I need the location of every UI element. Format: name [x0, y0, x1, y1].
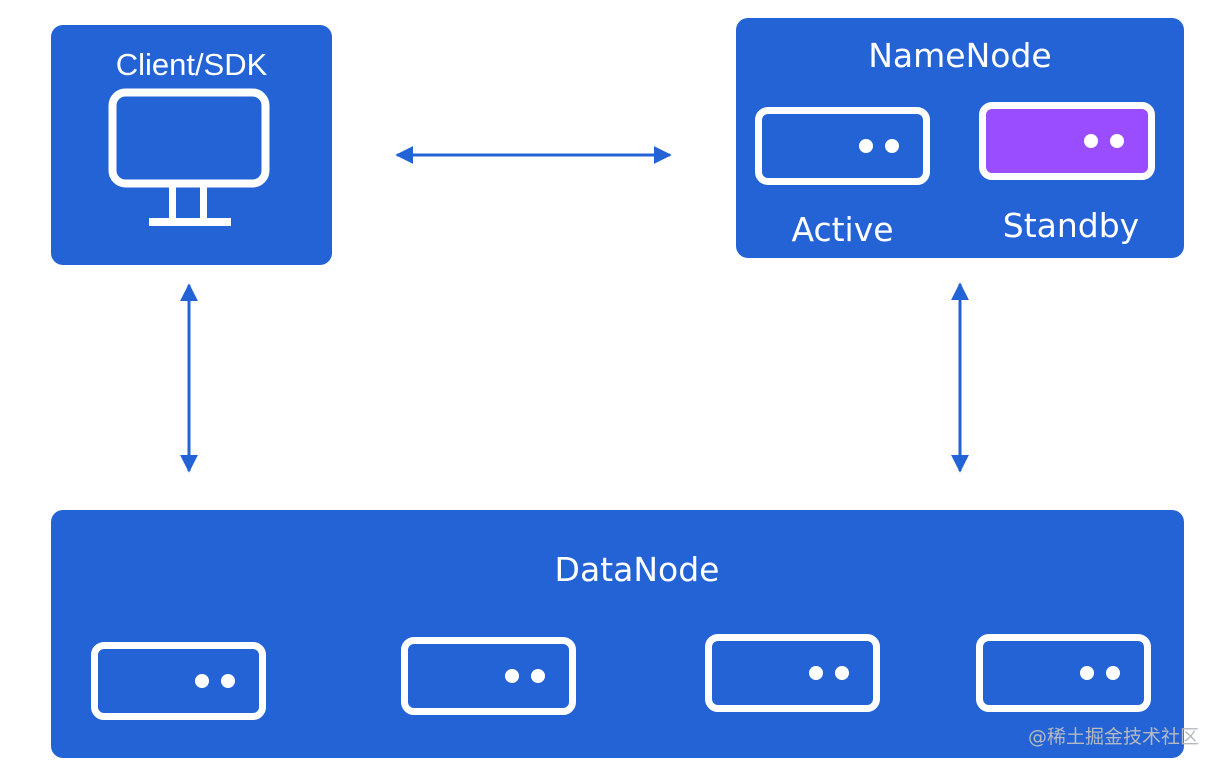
datanode-server-4 [976, 634, 1151, 712]
namenode-box: NameNode Active Standby [736, 18, 1184, 258]
monitor-icon [108, 88, 270, 226]
namenode-title: NameNode [868, 36, 1052, 75]
server-indicator-dot [859, 139, 873, 153]
server-indicator-dot [1110, 134, 1124, 148]
client-sdk-title: Client/SDK [115, 47, 268, 82]
active-label: Active [791, 210, 894, 249]
client-sdk-box: Client/SDK [51, 25, 332, 265]
server-indicator-dot [505, 669, 519, 683]
server-indicator-dot [531, 669, 545, 683]
datanode-server-3 [705, 634, 880, 712]
server-indicator-dot [221, 674, 235, 688]
standby-namenode-server [979, 102, 1155, 180]
standby-label: Standby [1002, 206, 1140, 245]
server-indicator-dot [1080, 666, 1094, 680]
datanode-server-2 [401, 637, 576, 715]
server-indicator-dot [835, 666, 849, 680]
active-namenode-server [755, 107, 930, 185]
server-indicator-dot [1106, 666, 1120, 680]
server-indicator-dot [1084, 134, 1098, 148]
datanode-title: DataNode [554, 550, 720, 589]
server-indicator-dot [885, 139, 899, 153]
server-indicator-dot [809, 666, 823, 680]
datanode-box: DataNode [51, 510, 1184, 758]
server-indicator-dot [195, 674, 209, 688]
datanode-server-1 [91, 642, 266, 720]
watermark: @稀土掘金技术社区 [1027, 726, 1199, 748]
